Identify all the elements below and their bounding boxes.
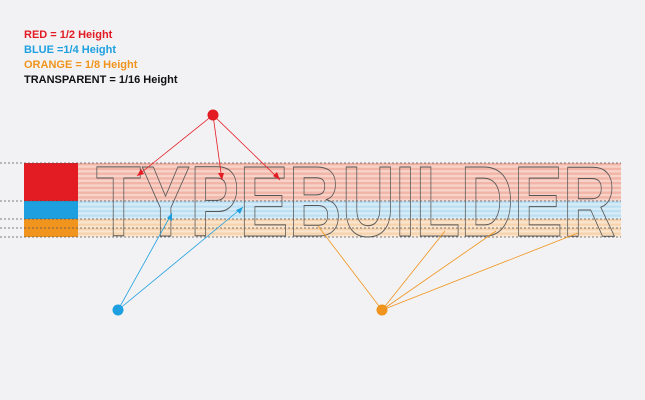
blue-swatch bbox=[24, 201, 78, 219]
band-stripe bbox=[78, 234, 621, 237]
band-stripe bbox=[78, 174, 621, 178]
legend: RED = 1/2 Height BLUE =1/4 Height ORANGE… bbox=[24, 28, 178, 88]
legend-transparent: TRANSPARENT = 1/16 Height bbox=[24, 74, 178, 86]
band-stripe bbox=[78, 193, 621, 197]
band-stripe bbox=[78, 170, 621, 173]
orange-marker bbox=[376, 304, 388, 316]
blue-band-stripes bbox=[78, 203, 621, 219]
blue-arrowheads bbox=[167, 207, 243, 221]
band-stripe bbox=[78, 207, 621, 210]
band-stripe bbox=[78, 189, 621, 192]
orange-band-stripes bbox=[78, 221, 621, 237]
red-band-stripes bbox=[78, 165, 621, 201]
legend-orange: ORANGE = 1/8 Height bbox=[24, 59, 138, 71]
red-swatch bbox=[24, 163, 78, 201]
sketch-word: TYPEBUILDER bbox=[96, 146, 616, 258]
band-stripe bbox=[78, 216, 621, 219]
band-stripe bbox=[78, 165, 621, 168]
orange-connectors bbox=[317, 225, 579, 311]
legend-blue: BLUE =1/4 Height bbox=[24, 44, 116, 56]
band-stripe bbox=[78, 225, 621, 228]
band-stripe bbox=[78, 212, 621, 215]
blue-marker bbox=[112, 304, 124, 316]
band-stripe bbox=[78, 221, 621, 224]
blue-connectors bbox=[117, 206, 244, 311]
guide-lines bbox=[0, 162, 621, 238]
orange-swatch bbox=[24, 219, 78, 237]
band-stripe bbox=[78, 230, 621, 233]
band-stripe bbox=[78, 203, 621, 206]
band-stripe bbox=[78, 198, 621, 201]
legend-red: RED = 1/2 Height bbox=[24, 29, 113, 41]
band-stripe bbox=[78, 179, 621, 182]
band-stripe bbox=[78, 184, 621, 187]
red-marker bbox=[207, 109, 219, 121]
red-connectors bbox=[136, 114, 281, 181]
red-arrowheads bbox=[137, 169, 280, 180]
